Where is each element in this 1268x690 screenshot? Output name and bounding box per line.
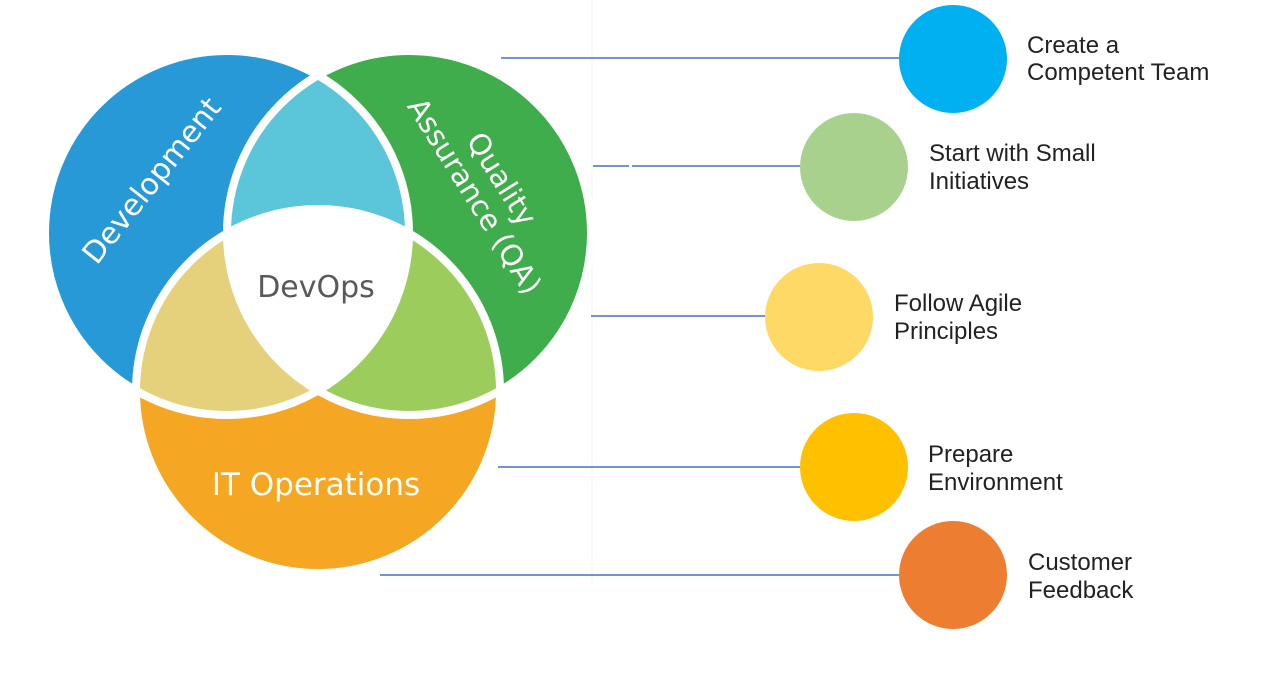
practice-bullet-circle: [765, 263, 873, 371]
practice-label-line-1: Customer: [1028, 549, 1132, 576]
practice-item-4: Prepare Environment: [800, 413, 1063, 521]
practice-label-line-2: Competent Team: [1027, 59, 1209, 86]
practice-label-line-2: Principles: [894, 318, 998, 345]
practice-item-1: Create a Competent Team: [899, 5, 1209, 113]
it-operations-label: IT Operations: [212, 467, 420, 503]
practice-label-line-1: Prepare: [928, 441, 1013, 468]
venn-diagram: Development Quality Assurance (QA) IT Op…: [41, 47, 595, 577]
practice-bullet-circle: [800, 413, 908, 521]
practice-label-line-1: Create a: [1027, 32, 1120, 59]
practice-label-line-1: Start with Small: [929, 140, 1096, 167]
practice-bullet-circle: [899, 521, 1007, 629]
practice-bullet-circle: [899, 5, 1007, 113]
devops-center-label: DevOps: [257, 270, 375, 305]
connectors: [380, 57, 899, 576]
it-operations-outline: [132, 205, 504, 577]
practice-item-3: Follow Agile Principles: [765, 263, 1022, 371]
practice-item-2: Start with Small Initiatives: [800, 113, 1096, 221]
practice-item-5: Customer Feedback: [899, 521, 1134, 629]
practice-label-line-2: Feedback: [1028, 577, 1134, 604]
practice-label-line-2: Environment: [928, 469, 1063, 496]
practice-label-line-2: Initiatives: [929, 168, 1029, 195]
practice-bullet-circle: [800, 113, 908, 221]
practice-label-line-1: Follow Agile: [894, 290, 1022, 317]
